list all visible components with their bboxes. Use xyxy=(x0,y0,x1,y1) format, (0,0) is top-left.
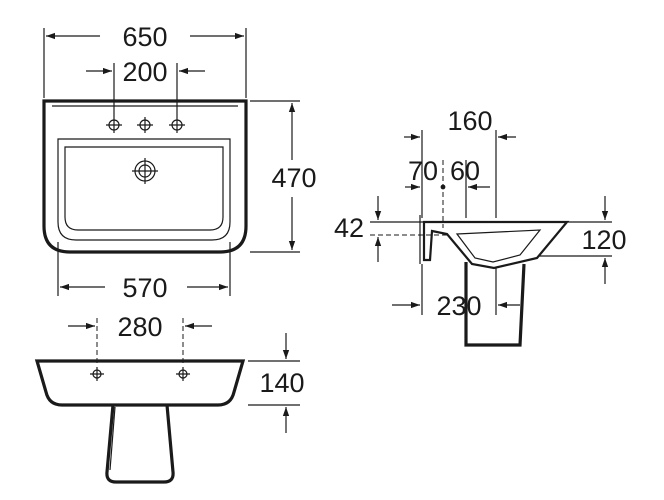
tap-hole-right xyxy=(169,117,185,133)
basin-side-profile xyxy=(422,220,570,270)
dim-200: 200 xyxy=(122,57,167,87)
top-view: 650 200 470 570 xyxy=(42,22,317,303)
basin-side-inner xyxy=(455,229,542,263)
pedestal-inner xyxy=(109,406,116,471)
front-view: 280 140 xyxy=(34,312,305,484)
dim-70: 70 xyxy=(408,156,438,186)
dim-160: 160 xyxy=(447,106,492,136)
dim-230: 230 xyxy=(436,291,481,321)
dim-120: 120 xyxy=(581,225,626,255)
dim-60: 60 xyxy=(450,156,480,186)
basin-outline-front xyxy=(34,359,246,407)
basin-bowl-inner xyxy=(57,138,231,241)
tap-hole-left xyxy=(106,117,122,133)
dim-470: 470 xyxy=(271,163,316,193)
pedestal-side xyxy=(464,262,526,347)
dim-650: 650 xyxy=(122,22,167,52)
drain xyxy=(132,158,158,184)
basin-bowl-inner-2 xyxy=(64,146,224,231)
dim-280: 280 xyxy=(117,312,162,342)
pedestal-front xyxy=(105,404,175,484)
dim-42: 42 xyxy=(334,213,364,243)
dim-140: 140 xyxy=(259,368,304,398)
tap-hole-center xyxy=(137,117,153,133)
front-hole-left xyxy=(90,367,104,381)
dim-570: 570 xyxy=(122,273,167,303)
front-hole-right xyxy=(176,367,190,381)
side-view: 160 70 60 42 120 230 xyxy=(334,106,627,347)
basin-outline-top xyxy=(42,99,248,254)
